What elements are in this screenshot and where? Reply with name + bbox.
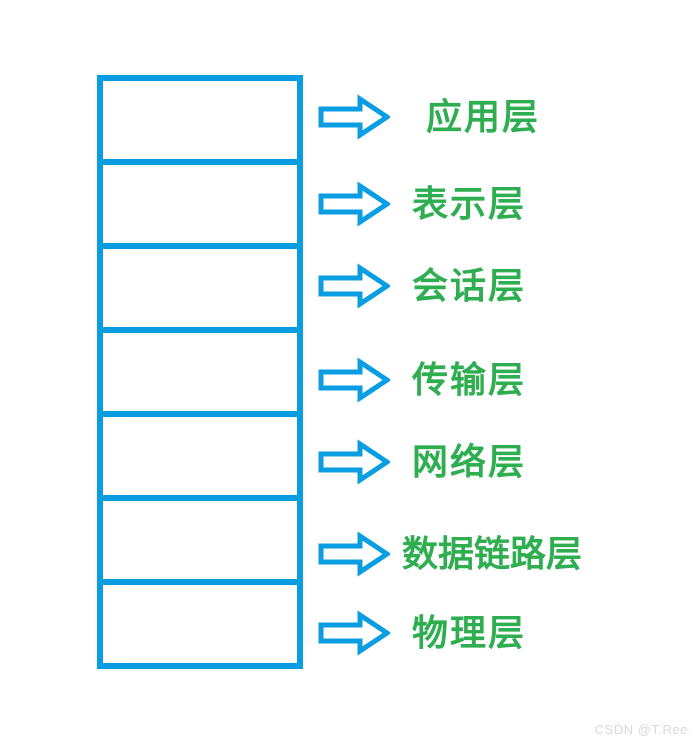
layer-box	[97, 75, 303, 165]
layer-box-stack	[97, 75, 303, 669]
layer-label: 物理层	[412, 612, 527, 653]
layer-label: 表示层	[412, 183, 527, 224]
right-arrow-icon	[318, 357, 390, 403]
layer-box	[97, 159, 303, 249]
right-arrow-icon	[318, 263, 390, 309]
right-arrow-icon	[318, 439, 390, 485]
watermark-text: CSDN @T.Ree.	[594, 722, 692, 737]
right-arrow-icon	[318, 531, 390, 577]
layer-label: 会话层	[412, 265, 527, 306]
layer-box	[97, 243, 303, 333]
layer-box	[97, 411, 303, 501]
layer-row: 数据链路层	[318, 531, 582, 577]
layer-label: 应用层	[426, 96, 541, 137]
layer-box	[97, 495, 303, 585]
right-arrow-icon	[318, 181, 390, 227]
layer-box	[97, 579, 303, 669]
layer-label: 网络层	[412, 441, 527, 482]
layer-row: 传输层	[318, 357, 526, 403]
right-arrow-icon	[318, 610, 390, 656]
layer-box	[97, 327, 303, 417]
layer-label: 传输层	[412, 359, 527, 400]
layer-row: 会话层	[318, 263, 526, 309]
layer-row: 应用层	[318, 94, 540, 140]
layer-row: 物理层	[318, 610, 526, 656]
right-arrow-icon	[318, 94, 390, 140]
layer-label: 数据链路层	[402, 533, 583, 574]
layer-row: 网络层	[318, 439, 526, 485]
layer-row: 表示层	[318, 181, 526, 227]
